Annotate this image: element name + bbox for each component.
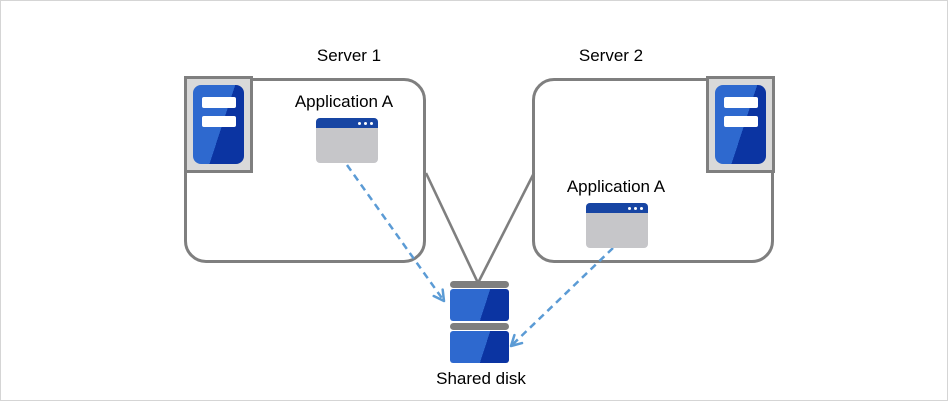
server2-tower-panel xyxy=(706,76,775,173)
shared-disk-label: Shared disk xyxy=(436,369,526,388)
tower-slot xyxy=(201,97,236,108)
titlebar-dot xyxy=(628,206,631,210)
disk-unit-body xyxy=(450,289,509,321)
titlebar-dot xyxy=(358,121,361,125)
titlebar-dot xyxy=(640,206,643,210)
server1-tower-panel xyxy=(184,76,253,173)
titlebar-dot xyxy=(634,206,637,210)
server2-app-label: Application A xyxy=(566,177,666,196)
tower-slot xyxy=(723,97,758,108)
server1-disk-connector-line xyxy=(424,172,480,284)
application-window-icon xyxy=(316,118,378,163)
server2-disk-connector-line xyxy=(476,172,536,284)
titlebar-dot xyxy=(370,121,373,125)
disk-unit-body xyxy=(450,331,509,363)
app-window-titlebar xyxy=(316,118,378,128)
application-window-icon xyxy=(586,203,648,248)
server2-title: Server 2 xyxy=(578,46,644,65)
server1-title: Server 1 xyxy=(316,46,382,65)
disk-unit-cap xyxy=(450,281,509,288)
app-window-titlebar xyxy=(586,203,648,213)
server-tower-icon xyxy=(715,85,766,164)
shared-disk-stack-icon xyxy=(450,281,509,365)
disk-unit-cap xyxy=(450,323,509,330)
server-tower-icon xyxy=(193,85,244,164)
server1-app-label: Application A xyxy=(294,92,394,111)
titlebar-dot xyxy=(364,121,367,125)
tower-slot xyxy=(201,116,236,127)
tower-slot xyxy=(723,116,758,127)
